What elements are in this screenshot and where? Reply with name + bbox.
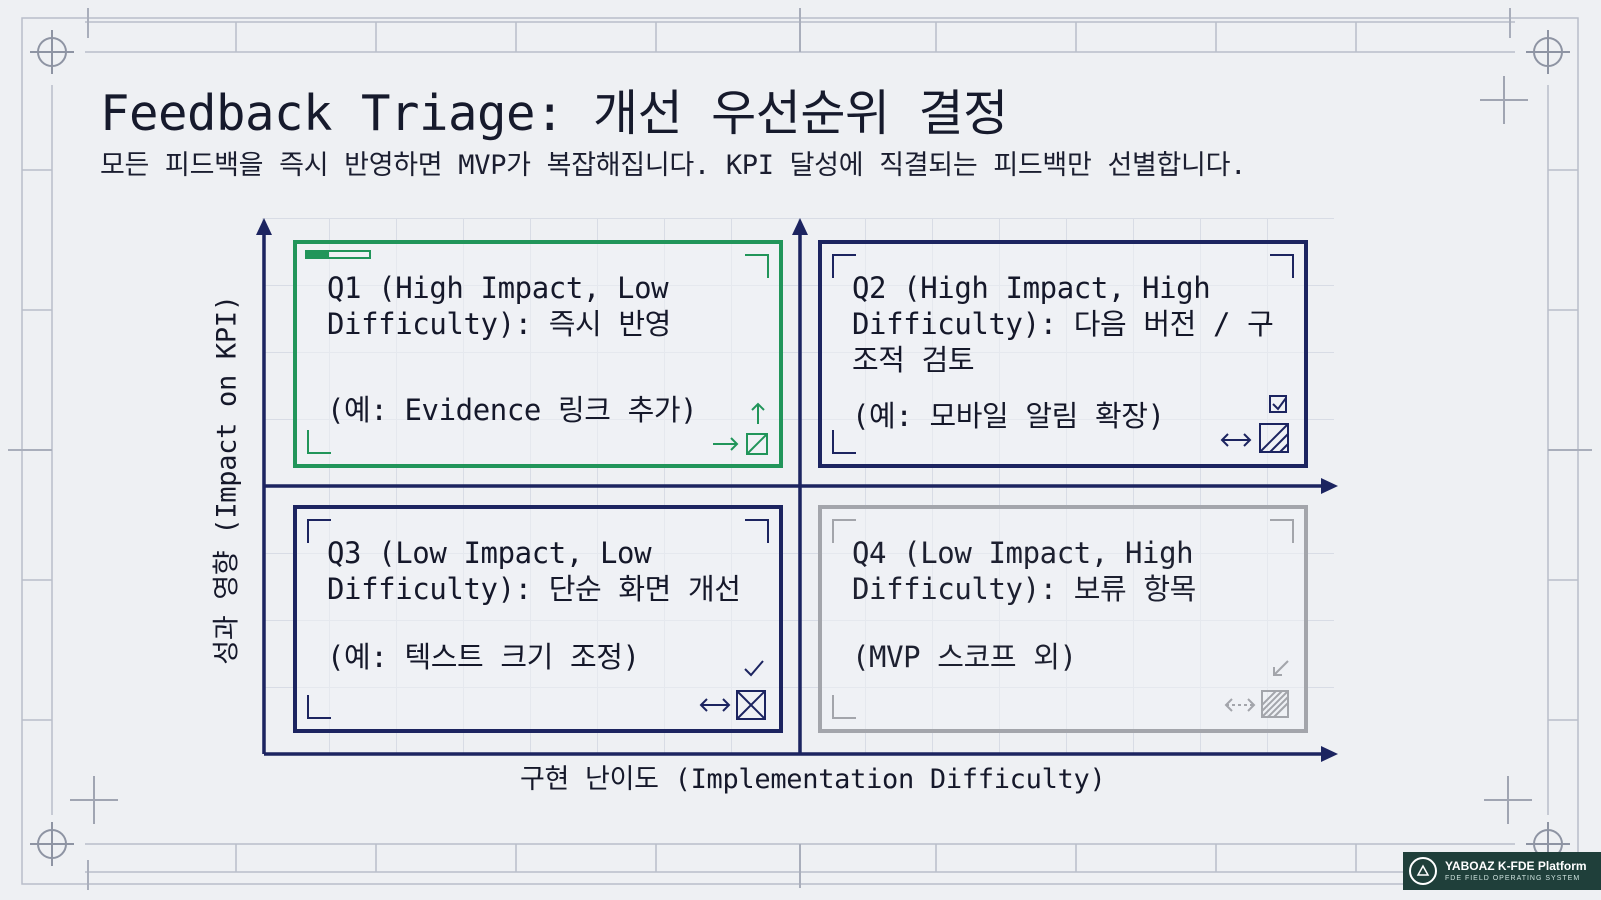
brand-name: YABOAZ K-FDE Platform	[1445, 859, 1587, 873]
quadrant-q1: Q1 (High Impact, Low Difficulty): 즉시 반영 …	[293, 240, 783, 468]
x-axis-arrowhead	[1321, 746, 1338, 762]
center-horizontal-arrowhead	[1321, 478, 1338, 494]
quadrant-example: (예: 모바일 알림 확장)	[852, 399, 1165, 433]
q1-tag-strip	[305, 250, 371, 259]
quadrant-q3: Q3 (Low Impact, Low Difficulty): 단순 화면 개…	[293, 505, 783, 733]
quadrant-example: (예: Evidence 링크 추가)	[327, 393, 698, 427]
quadrant-title: Q2 (High Impact, High Difficulty): 다음 버전…	[852, 271, 1274, 377]
quadrant-example: (MVP 스코프 외)	[852, 640, 1077, 674]
corner-mark	[1270, 254, 1294, 278]
quadrant-title: Q1 (High Impact, Low Difficulty): 즉시 반영	[327, 271, 671, 341]
quadrant-title: Q4 (Low Impact, High Difficulty): 보류 항목	[852, 536, 1196, 606]
corner-mark	[832, 695, 856, 719]
center-vertical-arrowhead	[792, 218, 808, 235]
y-axis-arrowhead	[256, 218, 272, 235]
quadrant-q4: Q4 (Low Impact, High Difficulty): 보류 항목 …	[818, 505, 1308, 733]
quadrant-title: Q3 (Low Impact, Low Difficulty): 단순 화면 개…	[327, 536, 741, 606]
corner-mark	[745, 254, 769, 278]
checkmark-icon	[699, 660, 766, 720]
brand-tagline: FDE FIELD OPERATING SYSTEM	[1445, 875, 1581, 882]
quadrant-example: (예: 텍스트 크기 조정)	[327, 640, 640, 674]
corner-mark	[832, 254, 856, 278]
brand-badge: YABOAZ K-FDE Platform FDE FIELD OPERATIN…	[1403, 852, 1601, 890]
corner-mark	[307, 430, 331, 454]
x-axis-label: 구현 난이도 (Implementation Difficulty)	[520, 764, 1106, 795]
corner-mark	[307, 519, 331, 543]
page-subtitle: 모든 피드백을 즉시 반영하면 MVP가 복잡해집니다. KPI 달성에 직결되…	[100, 150, 1247, 181]
y-axis-label: 성과 영향 (Impact on KPI)	[211, 295, 243, 665]
page-title: Feedback Triage: 개선 우선순위 결정	[100, 85, 1008, 142]
corner-mark	[832, 519, 856, 543]
corner-mark	[832, 430, 856, 454]
down-left-arrow-icon	[1224, 660, 1289, 718]
corner-mark	[1270, 519, 1294, 543]
corner-mark	[745, 519, 769, 543]
quadrant-q2: Q2 (High Impact, High Difficulty): 다음 버전…	[818, 240, 1308, 468]
checkbox-icon	[1220, 395, 1289, 453]
up-arrow-icon	[713, 402, 768, 455]
brand-logo-icon	[1409, 857, 1437, 885]
corner-mark	[307, 695, 331, 719]
